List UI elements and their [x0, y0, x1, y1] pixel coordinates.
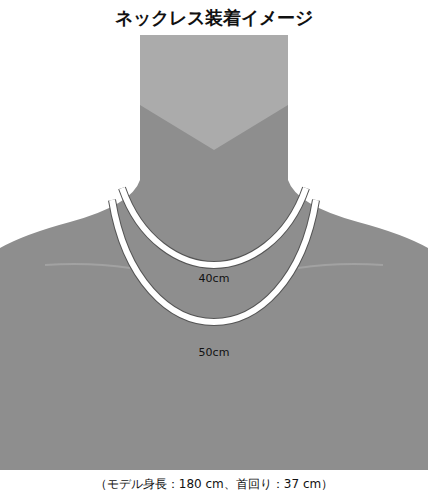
necklace-40 — [122, 188, 306, 265]
caption: （モデル身長：180 cm、首回り：37 cm） — [95, 476, 333, 493]
length-label: 50cm — [199, 346, 230, 359]
necklace-50 — [112, 200, 316, 322]
collarbone-line — [298, 264, 383, 268]
length-label: 40cm — [199, 272, 230, 285]
mannequin-body — [0, 35, 428, 470]
collarbone-line — [45, 264, 130, 268]
mannequin-chin — [140, 35, 288, 150]
title: ネックレス装着イメージ — [115, 6, 313, 30]
